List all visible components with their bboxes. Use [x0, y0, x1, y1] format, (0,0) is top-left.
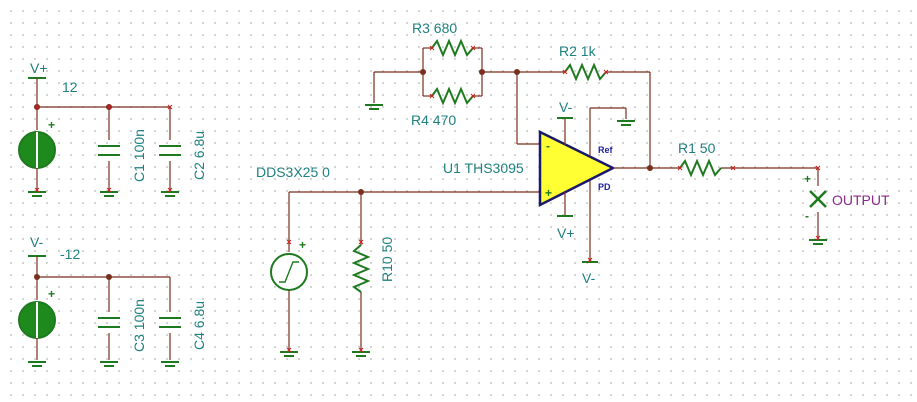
signal-source-block[interactable]: DDS3X25 0 + R10 50: [256, 164, 540, 357]
feedback-network[interactable]: R3 680 R4 470 R2 1k: [364, 20, 651, 168]
opamp-pd-pin-label: PD: [598, 182, 611, 192]
source-label: DDS3X25 0: [256, 164, 330, 180]
resistor-r3-label: R3 680: [412, 20, 457, 36]
opamp-triangle[interactable]: [538, 129, 616, 208]
supply-pos-block[interactable]: V+ 12 + C1 100n C2 6.8u: [18, 60, 207, 197]
resistor-r2-label: R2 1k: [559, 43, 597, 59]
opamp-noninverting-sign: +: [545, 186, 552, 200]
supply-neg-block[interactable]: V- -12 + C3 100n C4 6.8u: [18, 234, 207, 367]
resistor-r3-zigzag[interactable]: [431, 38, 474, 58]
opamp-inverting-sign: -: [546, 139, 550, 153]
output-label: OUTPUT: [832, 192, 890, 208]
resistor-r2-zigzag[interactable]: [564, 62, 607, 82]
ground-icon: [99, 361, 119, 367]
resistor-r4-label: R4 470: [411, 112, 456, 128]
resistor-r1-zigzag[interactable]: [679, 158, 722, 178]
source-plus: +: [299, 238, 306, 252]
ground-icon: [27, 191, 47, 197]
pd-rail-label: V-: [582, 270, 596, 286]
ground-icon: [99, 191, 119, 197]
pin-markers: [34, 45, 821, 353]
output-plus-sign: +: [804, 172, 811, 186]
dc-source-neg-plus: +: [48, 287, 55, 301]
supply-neg-value: -12: [60, 246, 80, 262]
resistor-r1-label: R1 50: [678, 140, 716, 156]
junction-dot: [647, 165, 653, 171]
ground-icon: [27, 361, 47, 367]
resistor-r4-zigzag[interactable]: [431, 86, 474, 106]
ground-icon: [351, 351, 371, 357]
dc-source-pos-plus: +: [48, 118, 55, 132]
opamp-label: U1 THS3095: [443, 160, 524, 176]
resistor-r10-zigzag[interactable]: [351, 244, 371, 293]
resistor-r10-label: R10 50: [379, 237, 395, 282]
ground-icon: [364, 104, 384, 110]
cap-c2-label: C2 6.8u: [191, 131, 207, 180]
opamp-u1[interactable]: - + U1 THS3095 V- V+ Ref PD V-: [443, 99, 680, 286]
ground-icon: [616, 120, 636, 126]
opamp-vminus-label: V-: [559, 99, 573, 115]
ground-icon: [808, 239, 828, 245]
ramp-wave-icon: [279, 261, 299, 283]
opamp-ref-pin-label: Ref: [598, 145, 614, 155]
supply-pos-rail-label: V+: [30, 60, 48, 76]
ground-icon: [160, 191, 180, 197]
output-minus-sign: -: [805, 209, 809, 223]
supply-neg-rail-label: V-: [30, 234, 44, 250]
ground-icon: [279, 351, 299, 357]
output-block[interactable]: R1 50 + OUTPUT -: [678, 140, 890, 245]
cap-c1-label: C1 100n: [131, 129, 147, 182]
supply-pos-value: 12: [62, 79, 78, 95]
cap-c3-label: C3 100n: [131, 299, 147, 352]
opamp-vplus-label: V+: [557, 225, 575, 241]
ground-icon: [160, 361, 180, 367]
cap-c4-label: C4 6.8u: [191, 301, 207, 350]
